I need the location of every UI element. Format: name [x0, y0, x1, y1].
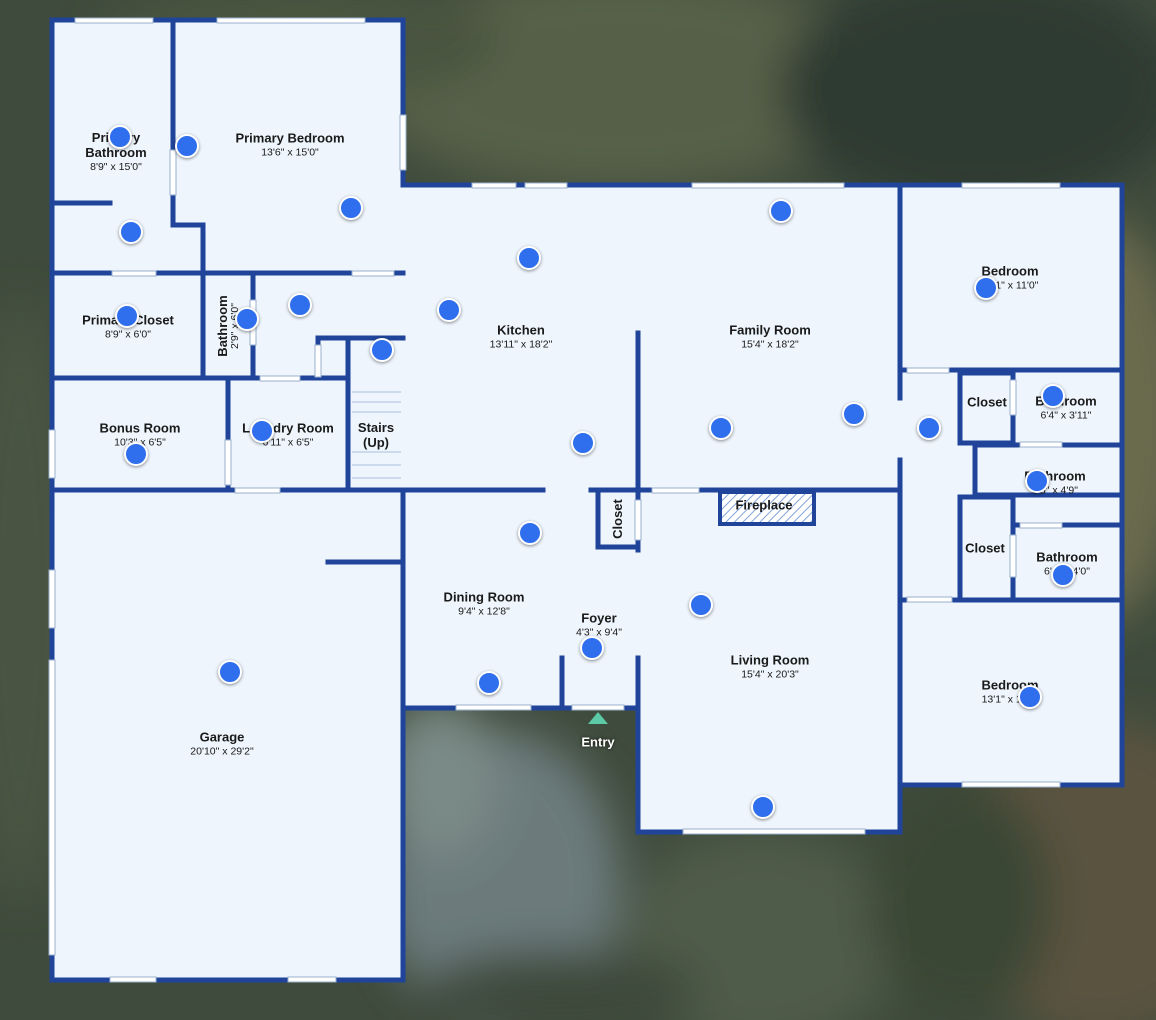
entry-label: Entry — [581, 734, 615, 750]
hotspot-primary-bathroom[interactable] — [108, 125, 132, 149]
stairs-treads — [352, 391, 401, 479]
walls — [49, 17, 1125, 983]
hotspot-stairs-landing[interactable] — [370, 338, 394, 362]
hotspot-hallway[interactable] — [288, 293, 312, 317]
hotspot-primary-bedroom[interactable] — [339, 196, 363, 220]
hotspot-bonus-room[interactable] — [124, 442, 148, 466]
room-label-closet-foyer: Closet — [609, 499, 625, 539]
hotspot-east-hall[interactable] — [917, 416, 941, 440]
hotspot-dining-room[interactable] — [477, 671, 501, 695]
hotspot-bedroom-ne[interactable] — [974, 276, 998, 300]
hotspot-dining-room-north[interactable] — [518, 521, 542, 545]
hotspot-hall-bathroom[interactable] — [235, 307, 259, 331]
hotspot-bedroom-se[interactable] — [1018, 685, 1042, 709]
hotspot-kitchen-south[interactable] — [571, 431, 595, 455]
hotspot-family-room[interactable] — [709, 416, 733, 440]
hotspot-bathroom-e3[interactable] — [1051, 563, 1075, 587]
entry-arrow-icon — [588, 712, 608, 724]
room-name: Closet — [609, 499, 625, 539]
hotspot-kitchen-north[interactable] — [517, 246, 541, 270]
hotspot-laundry-room[interactable] — [250, 419, 274, 443]
hotspot-bathroom-e1[interactable] — [1041, 384, 1065, 408]
room-name: Bathroom — [215, 295, 231, 357]
windows — [48, 17, 1061, 983]
door-openings — [111, 149, 1063, 603]
hotspot-living-room[interactable] — [751, 795, 775, 819]
hotspot-garage[interactable] — [218, 660, 242, 684]
floor-area — [52, 20, 1122, 980]
fireplace-label: Fireplace — [735, 497, 793, 513]
hotspot-living-room-north[interactable] — [689, 593, 713, 617]
hotspot-primary-bedroom-door[interactable] — [175, 134, 199, 158]
hotspot-family-room-east[interactable] — [842, 402, 866, 426]
hotspot-primary-bathroom-2[interactable] — [119, 220, 143, 244]
hotspot-foyer[interactable] — [580, 636, 604, 660]
hotspot-kitchen-west[interactable] — [437, 298, 461, 322]
hotspot-bathroom-e2[interactable] — [1025, 469, 1049, 493]
hotspot-primary-closet[interactable] — [115, 304, 139, 328]
hotspot-family-room-north[interactable] — [769, 199, 793, 223]
